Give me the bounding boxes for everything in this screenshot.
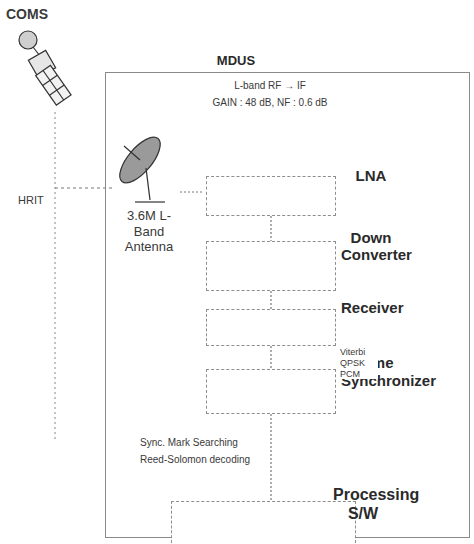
solar-panel-grid [49,85,64,95]
annotation-label: Viterbi QPSK PCM [340,347,378,379]
signal-connector [270,291,271,309]
process-box: Frame Synchronizer [206,369,336,414]
box-label: Down Converter [341,229,401,264]
downlink-line [55,188,112,189]
signal-connector [270,414,271,501]
box-label: Processing S/W [333,486,393,523]
annotation-label: GAIN : 48 dB, NF : 0.6 dB [170,97,370,109]
signal-connector [270,216,271,241]
antenna-base [135,201,165,202]
solar-panel-grid [43,75,58,85]
signal-connector [270,346,271,369]
antenna-pedestal [146,168,150,200]
annotation-label: Reed-Solomon decoding [140,454,265,466]
antenna-feed-line [180,192,204,193]
annotation-label: COMS [6,6,66,23]
antenna-icon [113,131,167,202]
system-heading: MDUS [206,53,266,68]
solar-panel-grid [43,71,64,100]
satellite-icon [19,31,71,105]
annotation-label: 3.6M L-Band Antenna [116,208,182,255]
satellite-dish [19,31,37,49]
signal-line [55,112,56,440]
annotation-label: L-band RF → IF [170,80,370,92]
process-box: Down Converter [206,241,336,291]
solar-panel-frame [36,65,71,105]
process-box: LNA [206,176,336,216]
annotation-label: Sync. Mark Searching [140,437,265,449]
process-box: Receiver [206,309,336,346]
process-box: Processing S/W [171,501,356,544]
antenna-feed [124,146,140,160]
antenna-dish [113,131,167,189]
box-label: Receiver [341,299,401,316]
solar-panel [36,65,71,105]
box-label: LNA [341,167,401,184]
annotation-label: HRIT [18,194,52,207]
system-box: MDUSLNADown ConverterReceiverFrame Synch… [105,72,470,538]
